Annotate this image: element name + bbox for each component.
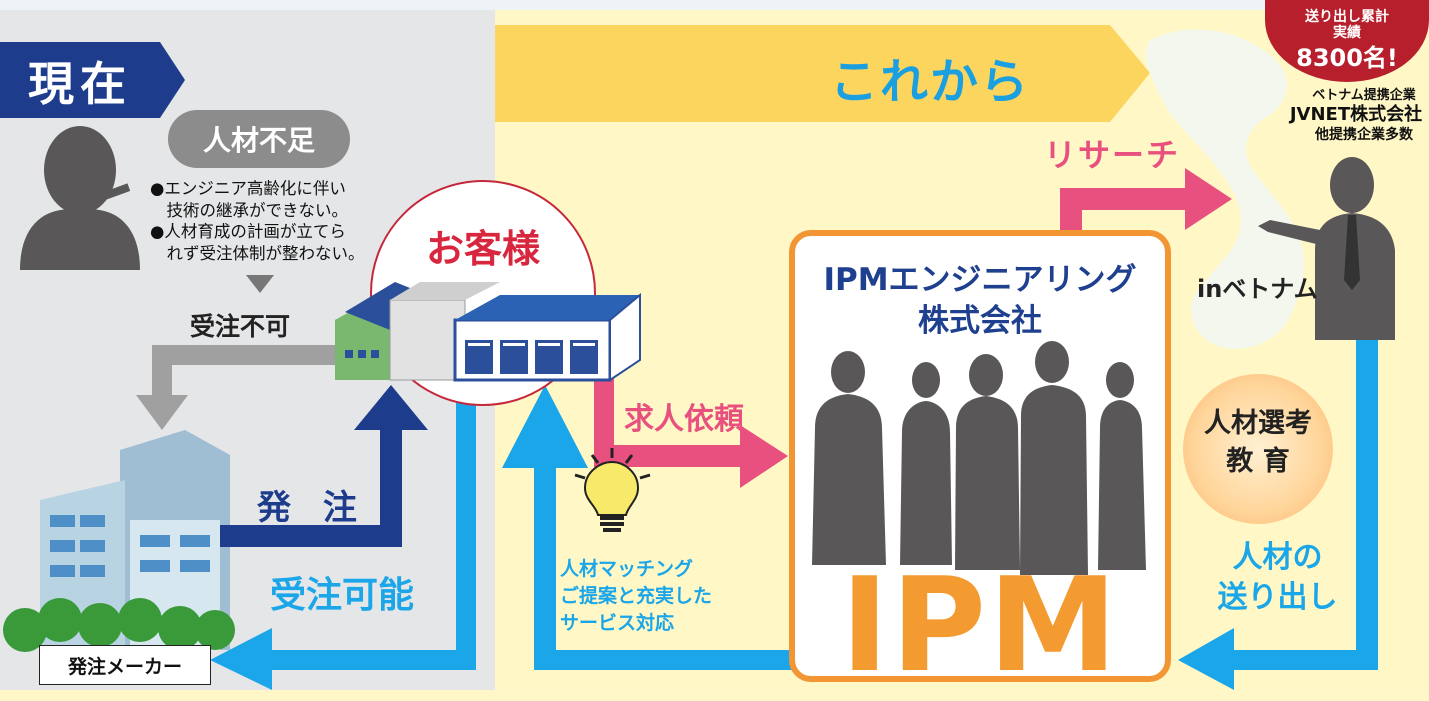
businessman-silhouette: [1258, 157, 1395, 340]
customer-circle: [370, 180, 596, 406]
order-label: 発 注: [257, 488, 367, 528]
problem-line: ●エンジニア高齢化に伴い: [150, 179, 346, 198]
matching-text: 人材マッチング ご提案と充実した サービス対応: [560, 556, 712, 637]
ipm-company-name: IPMエンジニアリング: [823, 262, 1137, 298]
matching-arrow: [502, 385, 794, 670]
customer-label: お客様: [426, 227, 541, 271]
selection-label: 人材選考 教 育: [1183, 405, 1333, 481]
ipm-logo: IPM: [840, 549, 1120, 701]
in-vietnam-label: inベトナム: [1197, 275, 1318, 303]
cannot-accept-label: 受注不可: [190, 312, 291, 341]
problem-line: れず受注体制が整わない。: [150, 243, 365, 263]
sendout-line: 人材の: [1232, 540, 1323, 575]
maker-label: 発注メーカー: [39, 645, 211, 685]
problem-line: ●人材育成の計画が立てら: [150, 222, 346, 241]
maker-buildings: [3, 430, 235, 652]
now-heading: 現在: [28, 57, 132, 111]
job-request-label: 求人依頼: [624, 402, 744, 437]
now-banner: [0, 42, 185, 118]
future-heading: これから: [830, 54, 1031, 110]
matching-line: 人材マッチング: [560, 558, 694, 580]
top-strip: [0, 0, 1429, 10]
sendout-label: 人材の 送り出し: [1205, 538, 1350, 618]
future-banner: [495, 25, 1150, 122]
manager-silhouette: [20, 126, 140, 270]
partner-others: 他提携企業多数: [1315, 127, 1413, 143]
down-triangle-icon: [246, 275, 274, 293]
sendout-arrow: [1178, 340, 1378, 690]
sendout-line: 送り出し: [1217, 580, 1338, 615]
partner-name: JVNET株式会社: [1289, 104, 1423, 125]
matching-line: ご提案と充実した: [560, 585, 713, 607]
job-request-arrow: [594, 375, 788, 488]
badge-line: 送り出し累計: [1305, 9, 1389, 25]
research-label: リサーチ: [1044, 136, 1181, 174]
order-arrow: [220, 385, 428, 547]
problem-list: ●エンジニア高齢化に伴い 技術の継承ができない。 ●人材育成の計画が立てら れず…: [150, 178, 365, 264]
matching-line: サービス対応: [560, 612, 675, 634]
ipm-company-suffix: 株式会社: [918, 303, 1042, 339]
vietnam-map: [1145, 29, 1305, 349]
badge-line: 実績: [1333, 25, 1361, 41]
lightbulb-icon: [574, 448, 651, 532]
selection-line: 人材選考: [1204, 408, 1312, 439]
can-accept-arrow: [210, 395, 476, 690]
cannot-accept-arrow: [136, 345, 342, 430]
selection-circle: [1183, 374, 1333, 524]
selection-line: 教 育: [1226, 446, 1290, 477]
problem-line: 技術の継承ができない。: [150, 200, 349, 220]
partner-caption: ベトナム提携企業: [1312, 88, 1416, 103]
shortage-pill: 人材不足: [168, 110, 350, 168]
can-accept-label: 受注可能: [270, 575, 415, 616]
research-arrow: [1060, 168, 1232, 240]
badge-count: 8300名!: [1296, 44, 1398, 72]
